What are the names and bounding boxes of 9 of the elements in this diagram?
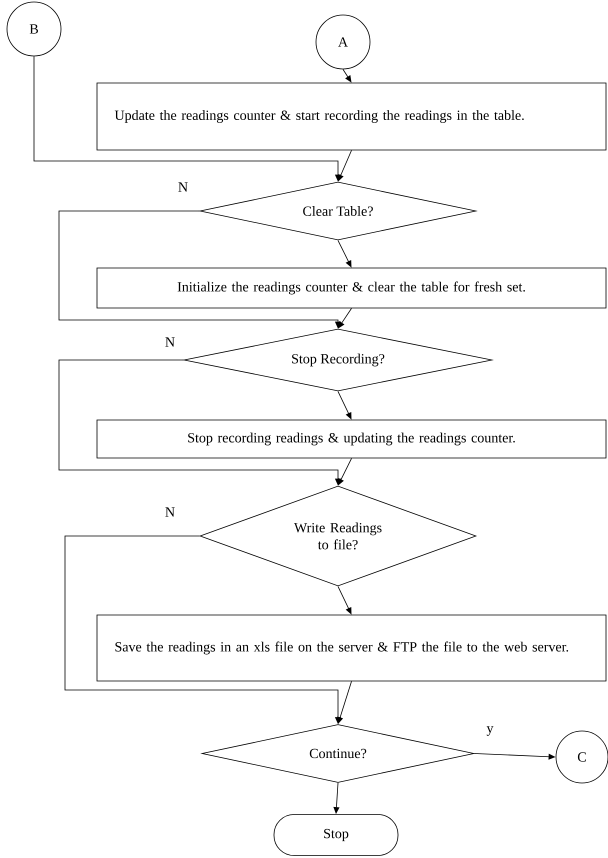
process-box: Update the readings counter & start recording the readings in the table. (96, 82, 606, 150)
process-box: Save the readings in an xls file on the server & FTP the file to the web server. (96, 614, 606, 682)
process-box: Stop recording readings & updating the readings counter. (96, 420, 606, 458)
terminator-box: Stop (274, 814, 398, 856)
process-box: Initialize the readings counter & clear the table for fresh set. (96, 268, 606, 308)
edge-label: N (164, 506, 176, 518)
edge-label: N (164, 336, 176, 348)
edge-label: y (486, 725, 494, 737)
edge-label: N (176, 181, 190, 193)
